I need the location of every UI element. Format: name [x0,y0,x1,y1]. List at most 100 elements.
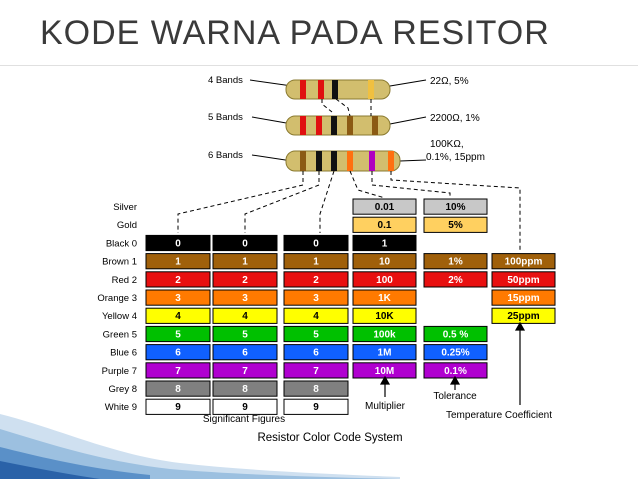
caption-temperature-coefficient: Temperature Coefficient [446,410,552,421]
band-1 [300,80,306,99]
multiplier-value: 1K [378,293,392,304]
row-label: Gold [117,220,137,231]
temperature-value: 15ppm [507,293,539,304]
lead-left [251,116,293,125]
band-label-4: 4 Bands [208,75,243,86]
tolerance-value: 10% [445,202,465,213]
sig-cell-3 [283,344,349,361]
sig-value: 8 [313,384,319,395]
sig-cell-2 [212,253,278,270]
multiplier-value: 0.1 [378,220,392,231]
temperature-arrow [514,321,526,331]
row-label: Black 0 [106,238,137,249]
sig-cell-3 [283,325,349,343]
lead-right [389,116,427,125]
tolerance-cell [423,216,488,233]
sig-cell-3 [283,307,349,324]
multiplier-value: 10M [375,366,394,377]
resistor-body [285,115,391,136]
temperature-cell [491,253,556,270]
multiplier-value: 10 [379,257,391,268]
row-label: Orange 3 [97,293,137,304]
tolerance-cell [423,198,488,215]
sig-value: 1 [175,257,181,268]
sig-value: 2 [313,275,319,286]
band-3 [331,151,337,171]
title-divider [0,65,638,66]
sig-value: 7 [175,366,181,377]
multiplier-cell [352,253,417,270]
sig-value: 1 [313,257,319,268]
sig-value: 6 [313,348,319,359]
sig-value: 8 [175,384,181,395]
tolerance-value: 1% [448,257,463,268]
sig-cell-2 [212,398,278,415]
multiplier-cell [352,234,417,252]
lead-left [249,79,293,87]
sig-cell-3 [283,362,349,379]
band-4 [347,151,353,171]
tolerance-value: 5% [448,220,463,231]
sig-value: 8 [242,384,248,395]
sig-cell-1 [145,398,211,415]
sig-cell-1 [145,344,211,361]
sig-value: 5 [313,329,319,340]
sig-value: 0 [313,238,319,249]
sig-value: 3 [313,293,319,304]
sig-cell-1 [145,307,211,324]
sig-cell-2 [212,289,278,306]
lead-right [389,79,427,87]
sig-value: 6 [175,348,181,359]
caption-system: Resistor Color Code System [257,432,402,444]
sig-cell-3 [283,253,349,270]
multiplier-arrow [379,375,391,385]
caption-significant-figures: Significant Figures [203,414,285,425]
slide-title: KODE WARNA PADA RESITOR [40,14,550,52]
sig-value: 6 [242,348,248,359]
multiplier-cell [352,289,417,306]
sig-value: 4 [242,311,248,322]
band-2 [318,80,324,99]
multiplier-value: 100 [376,275,393,286]
sig-cell-3 [283,271,349,288]
lead-right [399,159,427,162]
sig-cell-2 [212,307,278,324]
temperature-cell [491,271,556,288]
guide-lines [177,98,521,252]
temperature-cell [491,307,556,324]
sig-value: 7 [242,366,248,377]
decorative-swoosh [0,414,400,479]
sig-cell-2 [212,234,278,252]
sig-value: 9 [313,402,319,413]
sig-value: 3 [242,293,248,304]
sig-value: 3 [175,293,181,304]
sig-value: 4 [175,311,181,322]
band-2 [316,151,322,171]
band-2 [316,116,322,135]
sig-cell-1 [145,289,211,306]
tolerance-value: 0.1% [444,366,467,377]
resistor-6-bands: 6 Bands 100KΩ, 0.1%, 15ppm [208,139,485,172]
caption-tolerance: Tolerance [433,391,477,402]
band-1 [300,151,306,171]
sig-cell-1 [145,234,211,252]
temperature-value: 50ppm [507,275,539,286]
tolerance-cell [423,325,488,343]
sig-cell-1 [145,253,211,270]
band-6 [388,151,394,171]
sig-cell-1 [145,380,211,397]
row-label: Red 2 [112,275,137,286]
tolerance-value: 0.5 % [443,329,469,340]
multiplier-cell [352,271,417,288]
band-4 [368,80,374,99]
sig-value: 7 [313,366,319,377]
sig-cell-2 [212,325,278,343]
sig-cell-1 [145,325,211,343]
multiplier-cell [352,198,417,215]
band-value-6b: 0.1%, 15ppm [426,152,485,163]
multiplier-cell [352,325,417,343]
temperature-value: 100ppm [505,257,543,268]
band-3 [331,116,337,135]
caption-multiplier: Multiplier [365,401,406,412]
sig-cell-3 [283,289,349,306]
